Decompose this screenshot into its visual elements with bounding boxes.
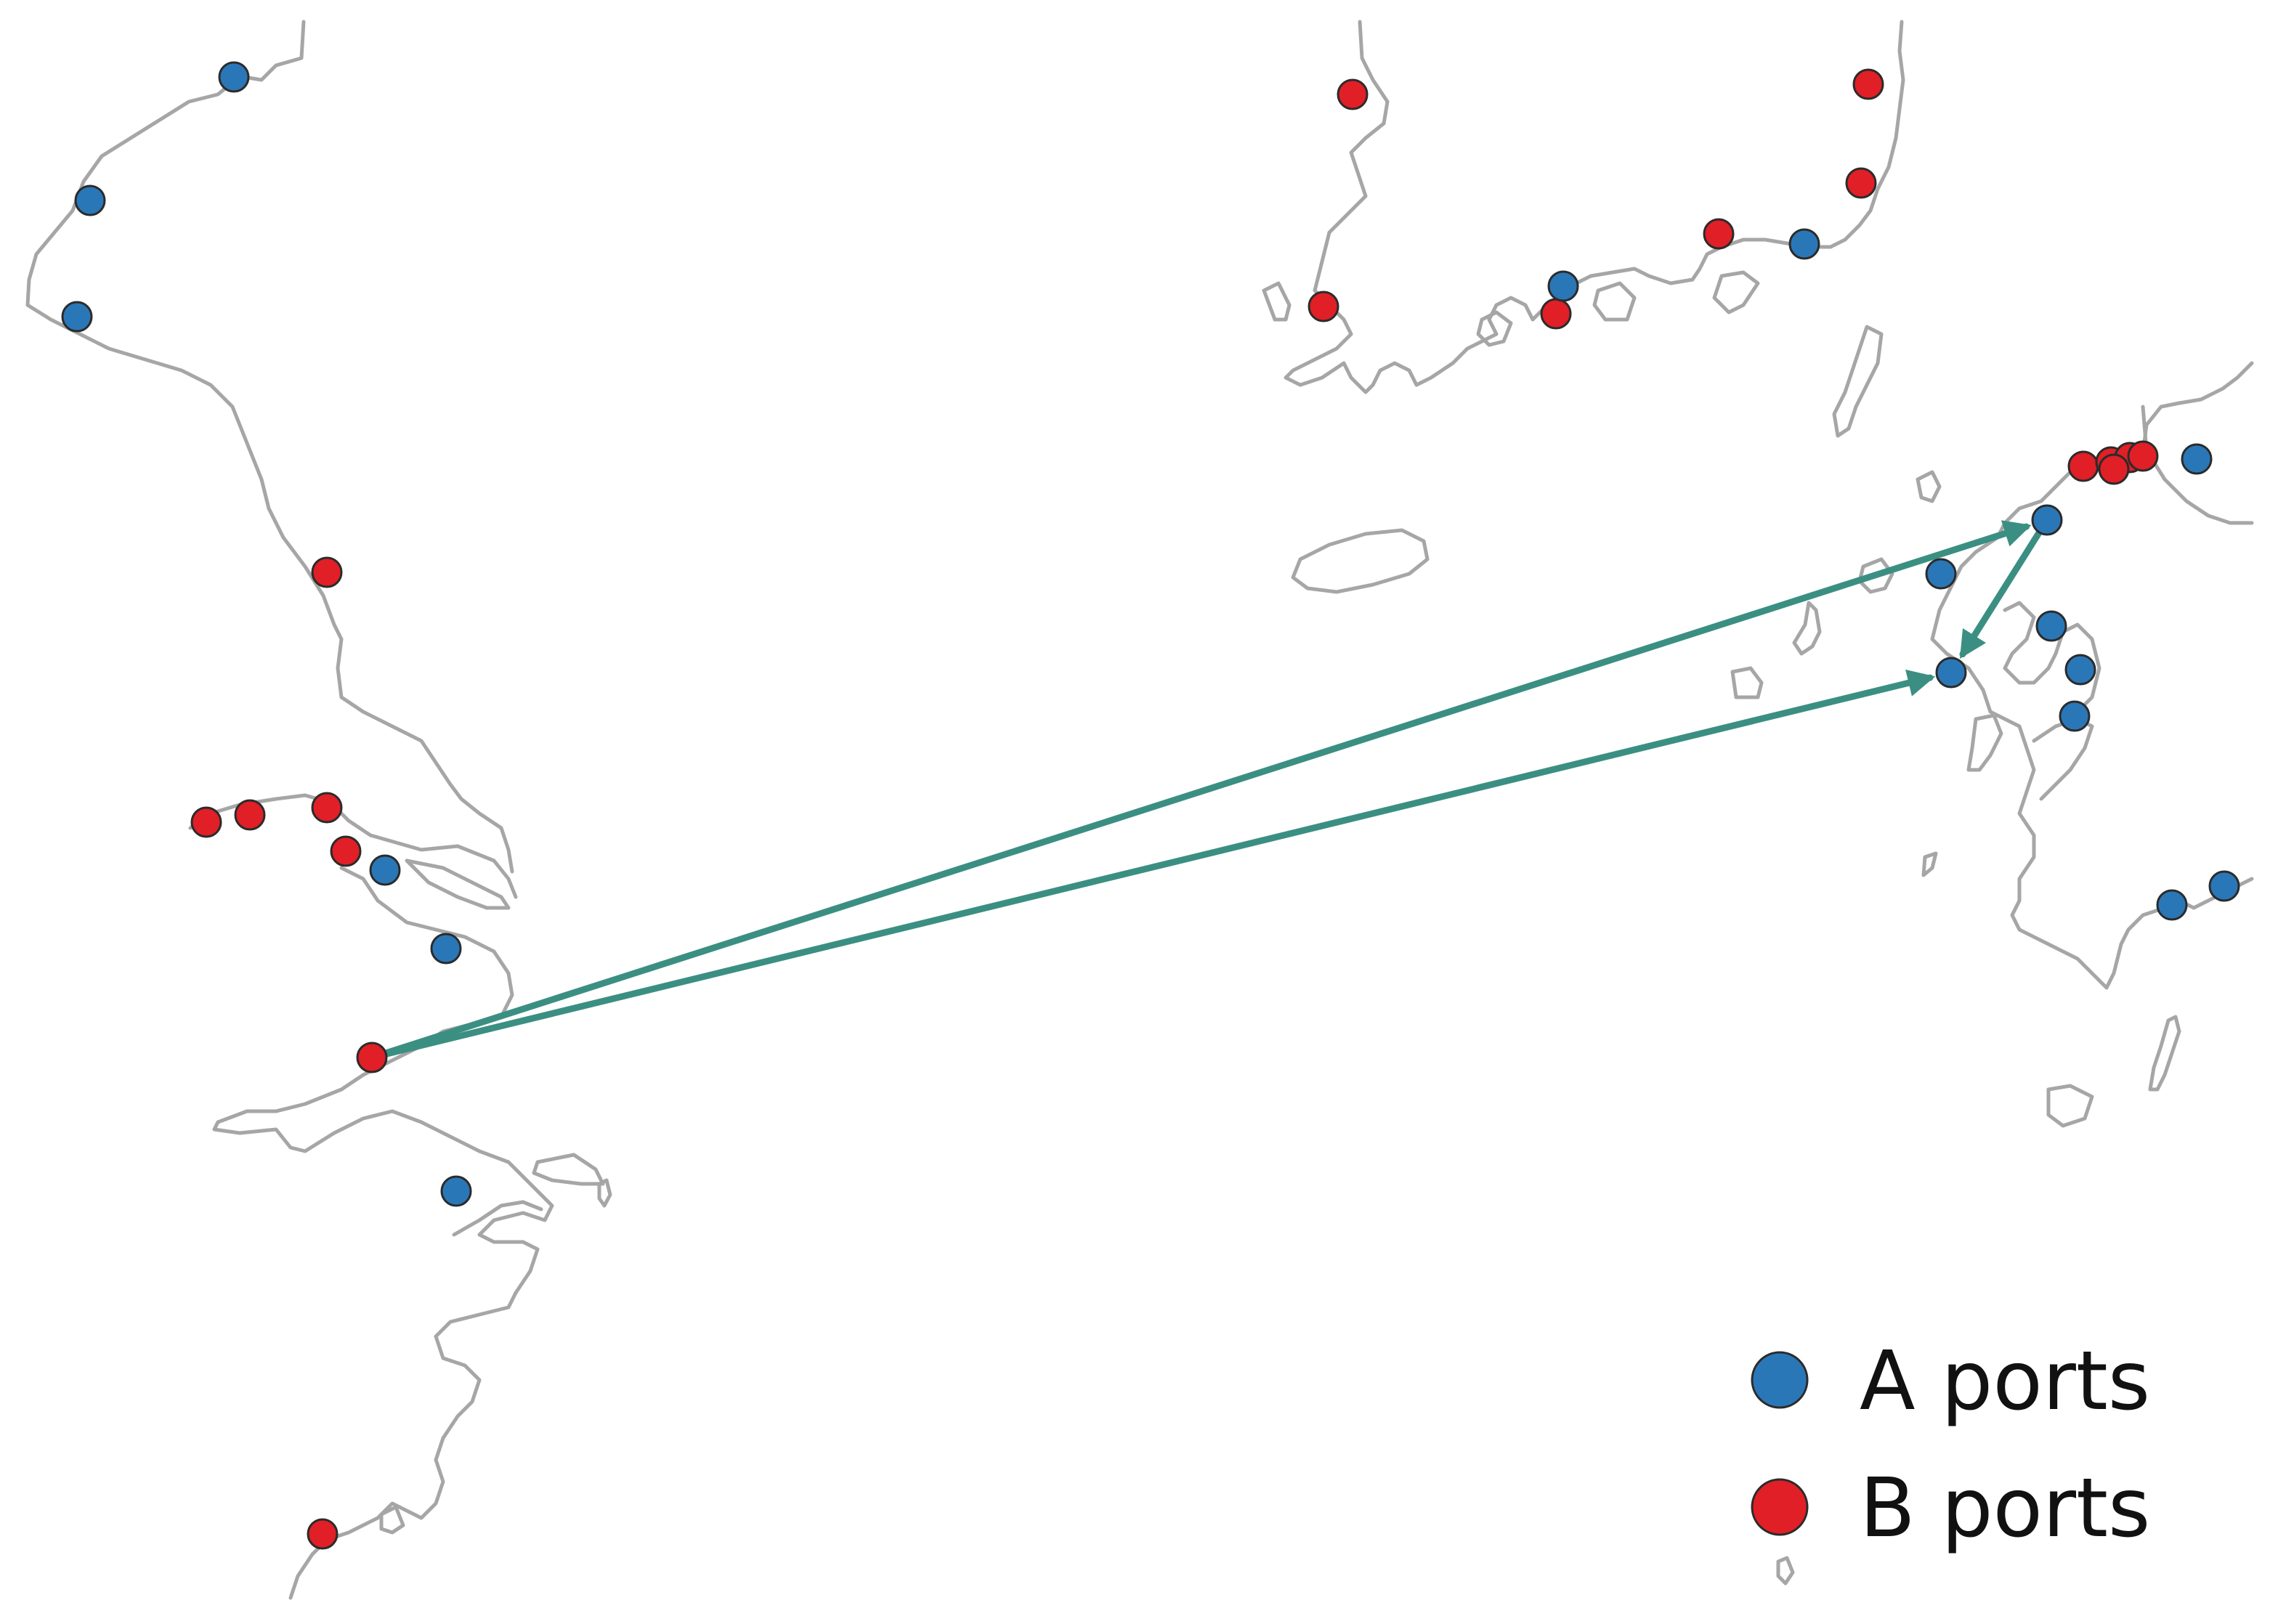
port-b-b8	[190, 806, 222, 838]
island-japan-8	[1776, 1556, 1795, 1586]
shipping-routes	[368, 516, 2051, 1061]
port-b-b12	[2067, 450, 2099, 482]
port-a-a6	[440, 1175, 472, 1207]
port-b-b7	[311, 556, 343, 588]
port-a-a16	[2156, 889, 2188, 921]
port-a-a5	[430, 933, 462, 965]
island-korea-2	[1476, 310, 1513, 347]
port-a-a12	[2035, 610, 2067, 642]
port-b-b1	[1337, 78, 1369, 110]
port-a-a1	[218, 61, 250, 93]
island-chongming	[405, 858, 511, 910]
port-b-b3	[1845, 167, 1877, 199]
coastline-kyushu-inner	[2003, 601, 2101, 721]
port-a-a11	[1925, 558, 1957, 590]
port-a-a3	[61, 301, 93, 333]
legend-swatch-a-ports	[1751, 1351, 1809, 1409]
port-b-b9	[234, 799, 266, 831]
legend-label-a-ports: A ports	[1860, 1334, 2150, 1429]
ports	[61, 61, 2240, 1550]
legend-label-b-ports: B ports	[1860, 1461, 2150, 1556]
legend: A ports B ports	[1751, 1334, 2150, 1556]
island-south-3	[379, 1505, 405, 1535]
port-a-a17	[2208, 870, 2240, 902]
port-b-b6	[1540, 298, 1572, 330]
island-japan-1	[1916, 470, 1942, 503]
island-korea-1	[1262, 281, 1292, 322]
coastline-south	[212, 1073, 554, 1600]
port-a-a15	[2059, 700, 2091, 732]
coastline-korea-west	[1284, 20, 1905, 394]
route-arrow-b15-a10	[368, 520, 2032, 1061]
port-b-b15	[356, 1042, 388, 1073]
coastline-kyushu-bay	[2032, 717, 2094, 801]
port-a-a10	[2031, 504, 2063, 536]
port-b-b10	[311, 792, 343, 824]
island-south-2	[597, 1178, 612, 1208]
port-a-a4	[369, 854, 401, 886]
port-a-a9	[2181, 443, 2213, 475]
port-a-a7	[1547, 270, 1579, 302]
port-a-a13	[2064, 654, 2096, 686]
port-a-a8	[1788, 228, 1820, 260]
island-korea-5	[1832, 325, 1884, 438]
island-japan-6	[2148, 1015, 2181, 1092]
coastline-west	[25, 20, 514, 874]
route-arrow-a10-a14	[1959, 516, 2051, 659]
island-japan-4	[1966, 713, 2003, 772]
island-korea-4	[1712, 270, 1760, 314]
port-a-a14	[1935, 657, 1967, 689]
legend-swatch-b-ports	[1751, 1478, 1809, 1536]
port-b-b16	[307, 1518, 339, 1550]
port-b-b4	[1703, 218, 1735, 250]
coastline-south-inlet	[452, 1200, 543, 1237]
route-arrow-b15-a14	[368, 669, 1936, 1061]
island-japan-5	[1921, 851, 1938, 877]
port-b-b18	[2098, 453, 2130, 485]
port-b-b2	[1852, 68, 1884, 100]
port-b-b5	[1308, 291, 1339, 322]
island-jeju	[1291, 528, 1430, 594]
island-korea-3	[1592, 281, 1637, 322]
port-a-a2	[74, 184, 106, 216]
port-b-b17	[2127, 440, 2159, 472]
island-south-1	[532, 1153, 605, 1186]
island-tsushima	[1792, 601, 1822, 656]
island-japan-3	[1730, 666, 1764, 699]
port-b-b11	[330, 835, 362, 867]
island-japan-7	[2046, 1084, 2094, 1128]
